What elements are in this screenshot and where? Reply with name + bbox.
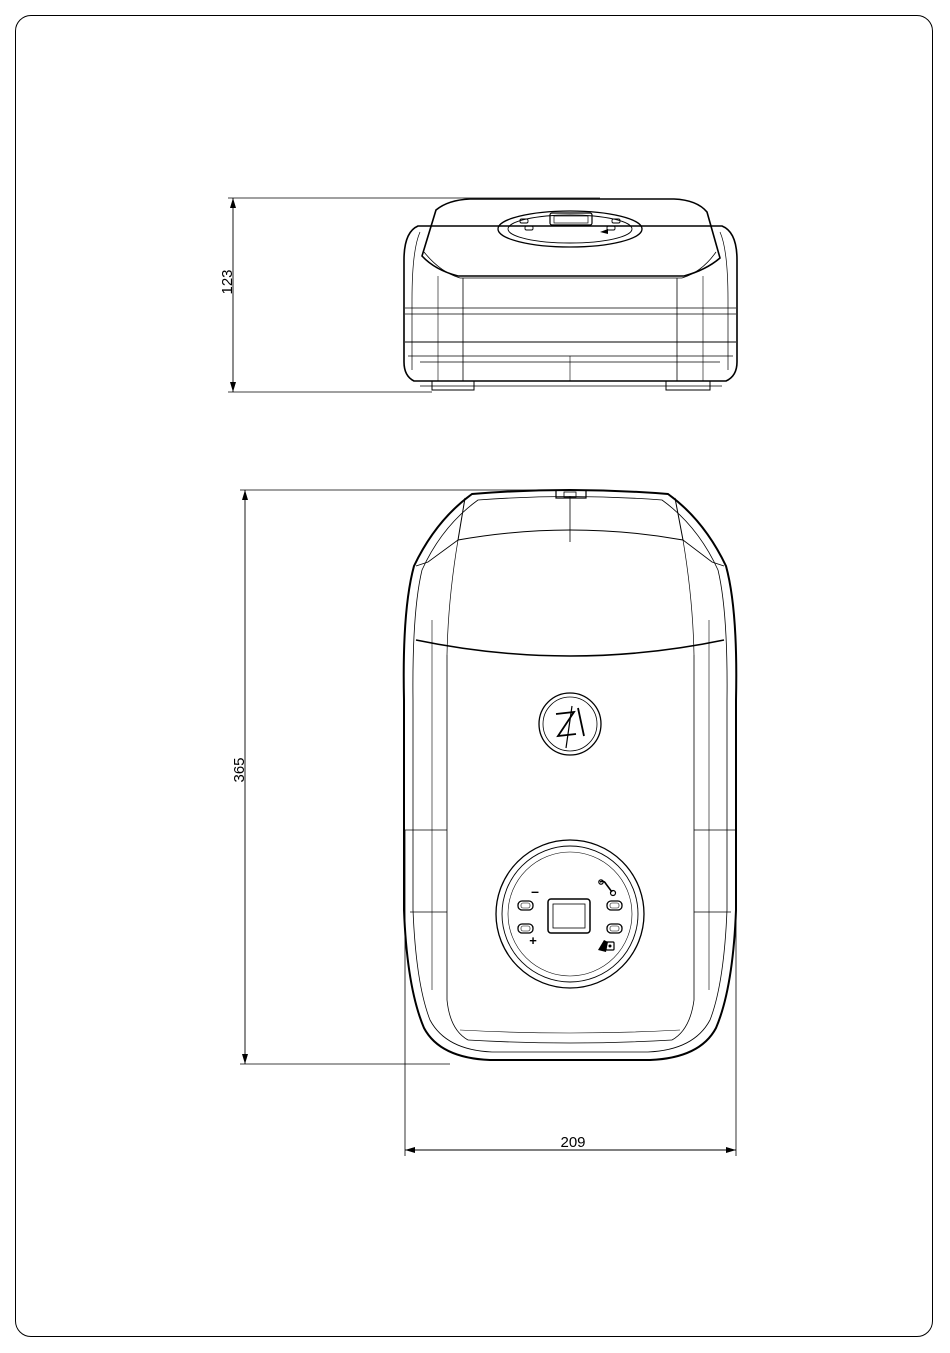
brand-logo	[539, 693, 601, 755]
dimension-front-height: 365	[231, 490, 570, 1064]
minus-button[interactable]	[518, 901, 533, 910]
dimension-label-123: 123	[219, 269, 236, 294]
dimension-label-365: 365	[231, 757, 248, 782]
alarm-bell-icon	[598, 940, 614, 952]
control-panel: – +	[496, 840, 644, 988]
front-view: 365 209	[231, 490, 736, 1156]
minus-symbol: –	[531, 883, 539, 899]
alarm-button[interactable]	[607, 924, 622, 933]
plus-symbol: +	[529, 933, 537, 948]
wrench-icon	[599, 880, 616, 896]
side-control-panel	[498, 211, 642, 247]
dimension-side-height: 123	[219, 198, 600, 392]
dimension-front-width: 209	[405, 830, 736, 1156]
plus-button[interactable]	[518, 924, 533, 933]
dimension-label-209: 209	[560, 1134, 585, 1151]
settings-button[interactable]	[607, 901, 622, 910]
side-view: 123	[219, 198, 737, 392]
